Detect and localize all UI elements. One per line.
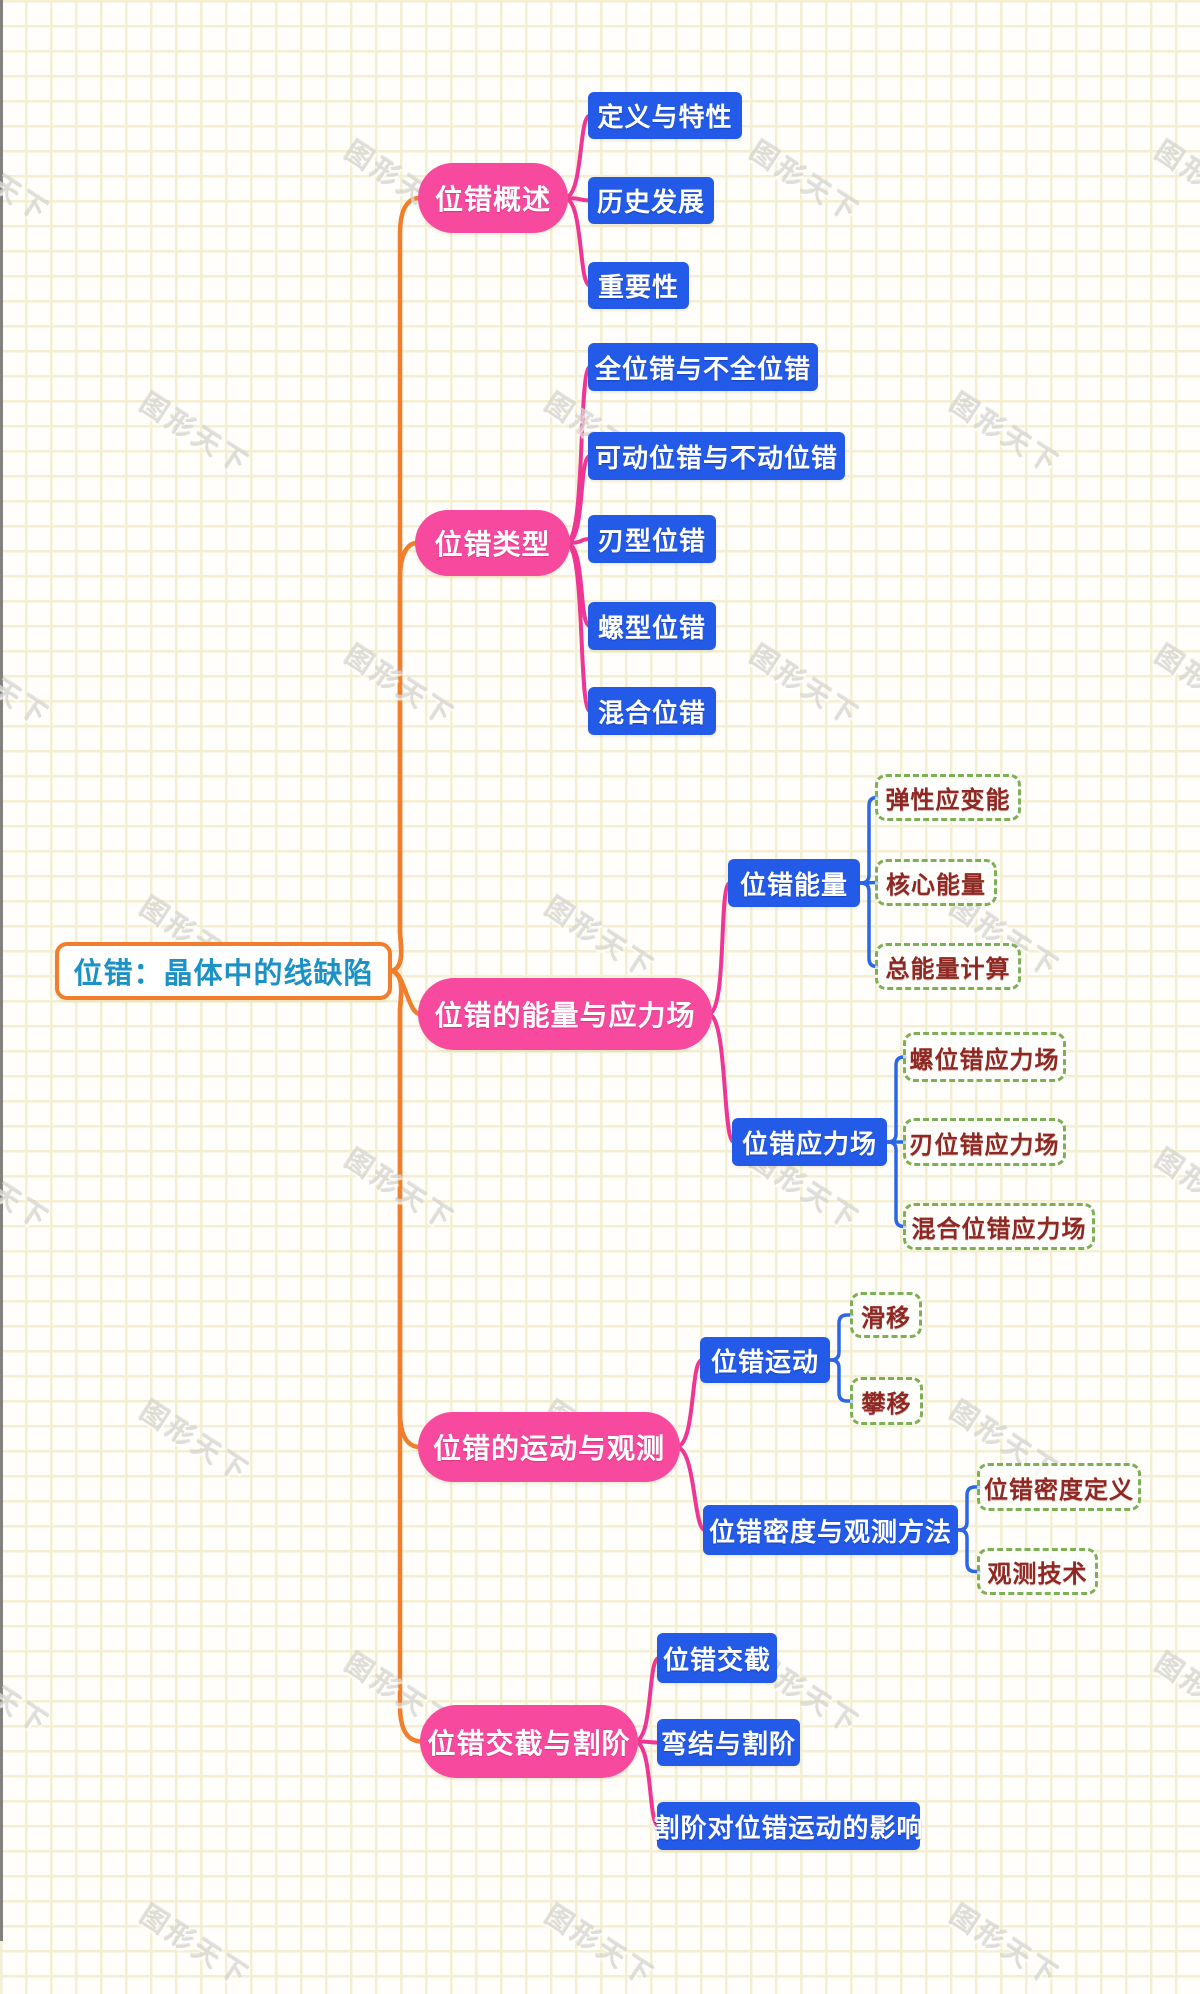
node-elastic-strain-energy[interactable]: 弹性应变能 bbox=[875, 774, 1021, 821]
node-climb[interactable]: 攀移 bbox=[850, 1377, 923, 1425]
branch-connector bbox=[632, 1656, 661, 1744]
node-root[interactable]: 位错：晶体中的线缺陷 bbox=[55, 942, 392, 1000]
watermark-text: 图形天下 bbox=[339, 1143, 461, 1237]
node-density-observation[interactable]: 位错密度与观测方法 bbox=[703, 1505, 958, 1555]
window-left-edge bbox=[0, 0, 3, 1941]
watermark-text: 图形天下 bbox=[0, 639, 56, 733]
node-overview[interactable]: 位错概述 bbox=[418, 163, 568, 233]
node-motion[interactable]: 位错运动 bbox=[700, 1337, 830, 1383]
node-intersection[interactable]: 位错交截 bbox=[657, 1633, 777, 1683]
node-definition-characteristics[interactable]: 定义与特性 bbox=[588, 92, 742, 139]
node-glide[interactable]: 滑移 bbox=[850, 1292, 922, 1338]
node-motion-observation[interactable]: 位错的运动与观测 bbox=[418, 1412, 680, 1482]
node-screw-dislocation[interactable]: 螺型位错 bbox=[588, 602, 716, 650]
node-energy[interactable]: 位错能量 bbox=[728, 859, 860, 907]
watermark-text: 图形天下 bbox=[944, 387, 1066, 481]
node-mixed-dislocation[interactable]: 混合位错 bbox=[588, 687, 716, 735]
branch-connector bbox=[564, 541, 592, 713]
branch-connector bbox=[562, 113, 592, 200]
watermark-text: 图形天下 bbox=[539, 891, 661, 985]
node-full-partial[interactable]: 全位错与不全位错 bbox=[588, 343, 818, 391]
topic-connector bbox=[956, 1528, 981, 1574]
watermark-text: 图形天下 bbox=[744, 639, 866, 733]
node-observation-techniques[interactable]: 观测技术 bbox=[977, 1548, 1098, 1595]
branch-connector bbox=[706, 881, 732, 1016]
trunk-connector bbox=[389, 968, 423, 1017]
node-mixed-stress-field[interactable]: 混合位错应力场 bbox=[903, 1203, 1095, 1250]
watermark-text: 图形天下 bbox=[1149, 1647, 1200, 1741]
watermark-text: 图形天下 bbox=[0, 1647, 56, 1741]
node-kinks-jogs[interactable]: 弯结与割阶 bbox=[657, 1719, 800, 1766]
watermark-text: 图形天下 bbox=[1149, 1143, 1200, 1237]
node-edge-stress-field[interactable]: 刃位错应力场 bbox=[903, 1118, 1066, 1166]
watermark-text: 图形天下 bbox=[744, 135, 866, 229]
node-core-energy[interactable]: 核心能量 bbox=[875, 859, 997, 906]
watermark-text: 图形天下 bbox=[0, 1143, 56, 1237]
node-stress-field[interactable]: 位错应力场 bbox=[732, 1118, 887, 1166]
branch-connector bbox=[674, 1358, 704, 1449]
trunk-connector bbox=[389, 968, 425, 1744]
node-mobile-immobile[interactable]: 可动位错与不动位错 bbox=[588, 432, 845, 480]
watermark-text: 图形天下 bbox=[539, 1899, 661, 1993]
node-types[interactable]: 位错类型 bbox=[415, 510, 570, 576]
node-density-definition[interactable]: 位错密度定义 bbox=[977, 1463, 1141, 1511]
watermark-text: 图形天下 bbox=[1149, 639, 1200, 733]
branch-connector bbox=[564, 454, 592, 545]
topic-connector bbox=[956, 1485, 981, 1532]
watermark-text: 图形天下 bbox=[0, 135, 56, 229]
branch-connector bbox=[562, 196, 592, 288]
node-importance[interactable]: 重要性 bbox=[588, 262, 689, 309]
watermark-text: 图形天下 bbox=[339, 639, 461, 733]
node-total-energy[interactable]: 总能量计算 bbox=[875, 943, 1021, 990]
node-intersection-jogs[interactable]: 位错交截与割阶 bbox=[420, 1705, 638, 1778]
branch-connector bbox=[706, 1012, 736, 1144]
trunk-connector bbox=[389, 195, 423, 974]
watermark-text: 图形天下 bbox=[134, 1899, 256, 1993]
node-energy-stress[interactable]: 位错的能量与应力场 bbox=[418, 978, 712, 1050]
watermark-text: 图形天下 bbox=[134, 387, 256, 481]
watermark-text: 图形天下 bbox=[134, 1395, 256, 1489]
node-edge-dislocation[interactable]: 刃型位错 bbox=[588, 515, 716, 563]
node-history[interactable]: 历史发展 bbox=[588, 177, 714, 224]
watermark-text: 图形天下 bbox=[1149, 135, 1200, 229]
trunk-connector bbox=[389, 540, 420, 974]
topic-connector bbox=[828, 1358, 854, 1403]
watermark-text: 图形天下 bbox=[944, 1899, 1066, 1993]
branch-connector bbox=[674, 1445, 707, 1532]
node-jog-effect-on-motion[interactable]: 割阶对位错运动的影响 bbox=[654, 1802, 923, 1850]
topic-connector bbox=[828, 1313, 854, 1362]
branch-connector bbox=[564, 541, 592, 628]
node-screw-stress-field[interactable]: 螺位错应力场 bbox=[903, 1032, 1066, 1082]
